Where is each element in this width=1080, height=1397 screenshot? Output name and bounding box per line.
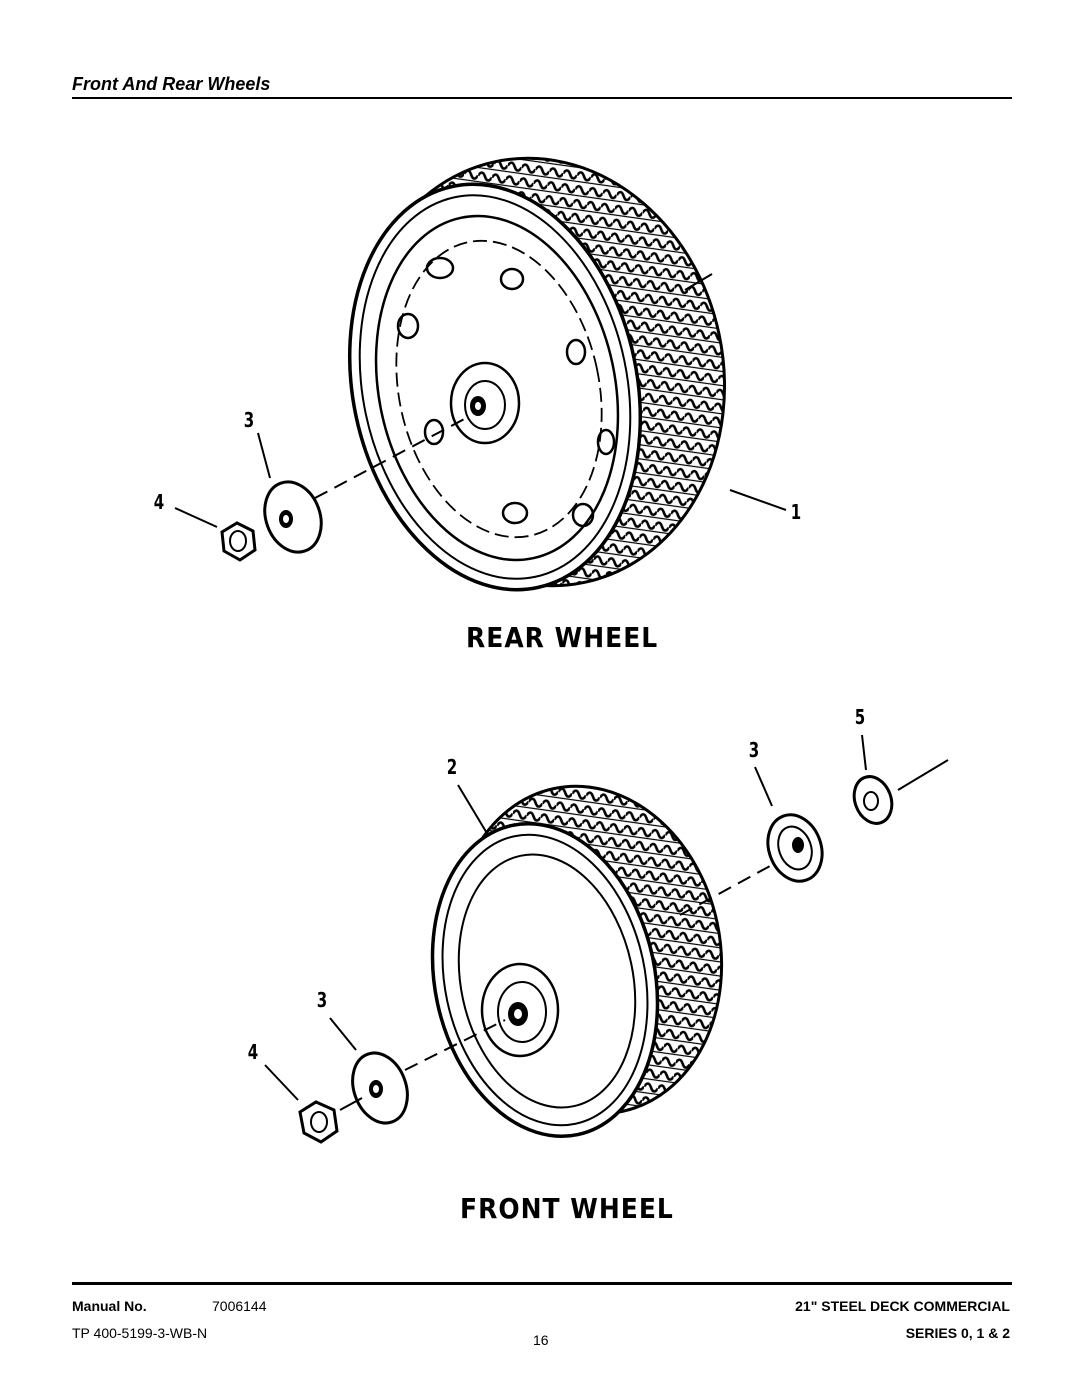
footer-rule	[72, 1282, 1012, 1285]
callout-1: 1	[790, 500, 802, 524]
callout-3: 3	[243, 408, 255, 432]
product-name: 21" STEEL DECK COMMERCIAL	[795, 1298, 1010, 1314]
callout-3: 3	[316, 988, 328, 1012]
rear-wheel-illustration	[174, 156, 787, 592]
callout-4: 4	[153, 490, 165, 514]
page-number: 16	[533, 1332, 549, 1348]
callout-5: 5	[854, 705, 866, 729]
callout-2: 2	[446, 755, 458, 779]
callout-3: 3	[748, 738, 760, 762]
section-title: Front And Rear Wheels	[72, 74, 271, 94]
tp-code: TP 400-5199-3-WB-N	[72, 1325, 208, 1341]
callout-4: 4	[247, 1040, 259, 1064]
manual-label: Manual No.	[72, 1298, 147, 1314]
series-info: SERIES 0, 1 & 2	[905, 1325, 1010, 1341]
front-wheel-caption: FRONT WHEEL	[460, 1192, 674, 1225]
manual-number: 7006144	[212, 1298, 267, 1314]
front-wheel-illustration	[264, 734, 949, 1144]
header-rule	[72, 97, 1012, 99]
rear-wheel-caption: REAR WHEEL	[466, 621, 659, 654]
